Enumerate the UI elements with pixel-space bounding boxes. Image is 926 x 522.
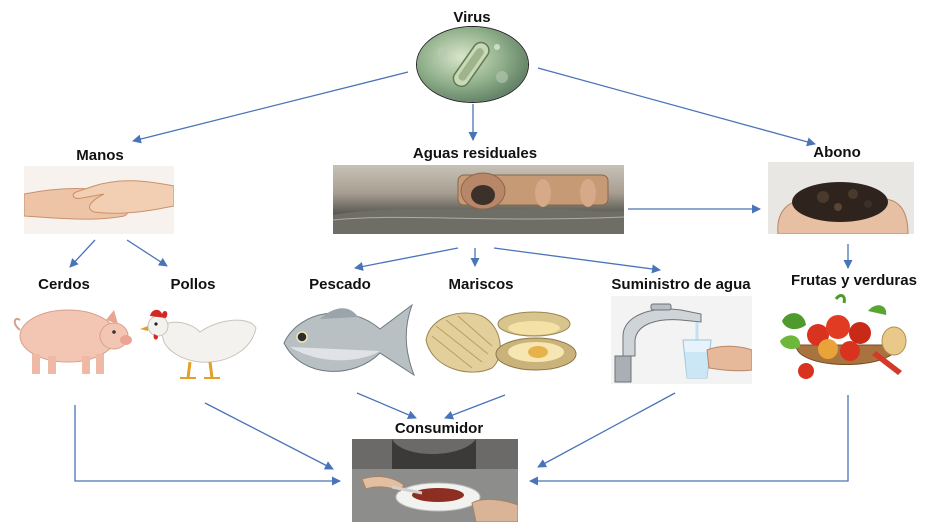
arrow-cerdos-consumidor: [74, 405, 341, 486]
label-aguas-residuales: Aguas residuales: [412, 145, 538, 162]
arrow-aguas-suministro: [493, 247, 661, 274]
frutas-y-verduras-image: [776, 291, 916, 385]
label-cerdos: Cerdos: [38, 276, 90, 293]
virus-image: [417, 27, 528, 102]
label-manos: Manos: [76, 147, 124, 164]
aguas-residuales-image: [333, 165, 624, 234]
pescado-image: [280, 295, 418, 385]
arrow-manos-pollos: [126, 239, 168, 267]
abono-image: [768, 162, 914, 234]
label-abono: Abono: [813, 144, 861, 161]
arrow-pollos-consumidor: [204, 402, 334, 470]
label-suministro-de-agua: Suministro de agua: [611, 276, 751, 293]
label-pescado: Pescado: [309, 276, 371, 293]
mariscos-image: [422, 306, 580, 376]
manos-image: [24, 166, 174, 234]
consumidor-image: [352, 439, 518, 522]
label-mariscos: Mariscos: [448, 276, 514, 293]
label-pollos: Pollos: [170, 276, 216, 293]
arrow-mariscos-consumidor: [444, 394, 506, 420]
arrow-manos-cerdos: [69, 239, 96, 268]
suministro-de-agua-image: [611, 296, 752, 384]
label-consumidor: Consumidor: [394, 420, 484, 437]
pollos-image: [140, 298, 258, 382]
cerdos-image: [10, 298, 134, 376]
arrow-virus-manos: [132, 71, 409, 144]
label-virus: Virus: [453, 9, 491, 26]
arrow-suministro-consumidor: [537, 392, 676, 468]
arrow-virus-abono: [537, 67, 816, 147]
arrow-frutas-consumidor: [529, 395, 849, 486]
label-frutas-y-verduras: Frutas y verduras: [791, 272, 917, 289]
arrow-aguas-pescado: [354, 247, 459, 271]
arrow-pescado-consumidor: [356, 392, 417, 420]
